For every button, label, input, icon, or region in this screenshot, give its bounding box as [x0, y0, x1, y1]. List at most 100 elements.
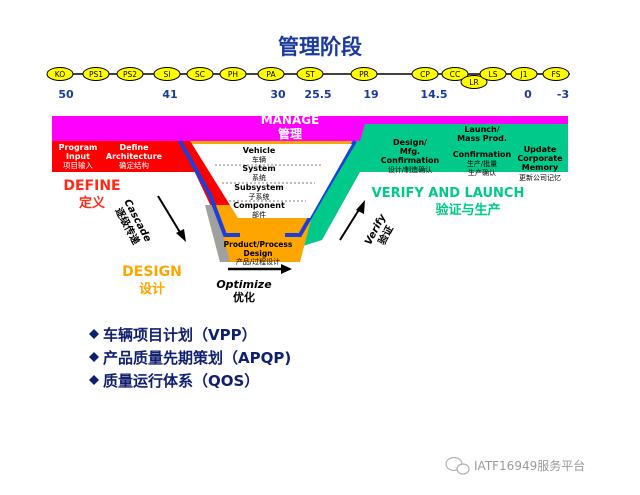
svg-text:Define: Define — [119, 143, 149, 152]
svg-text:Corporate: Corporate — [517, 154, 563, 163]
svg-text:Architecture: Architecture — [106, 152, 163, 161]
design-label: DESIGN — [122, 264, 182, 280]
milestone-ko: KO — [46, 67, 74, 81]
milestone-ps2: PS2 — [116, 67, 144, 81]
right-box-launch: Launch/ Mass Prod. Confirmation 生产/批量 生产… — [453, 125, 512, 177]
right-box-design-mfg: Design/ Mfg. Confirmation 设计/制造确认 — [381, 138, 440, 174]
left-box-define-architecture: Define Architecture 确定结构 — [106, 143, 163, 170]
svg-text:Launch/: Launch/ — [464, 125, 499, 134]
bullet-item: 质量运行体系（QOS） — [103, 372, 259, 390]
watermark: IATF16949服务平台 — [445, 456, 585, 475]
v-bottom — [205, 205, 315, 262]
page-title: 管理阶段 — [278, 35, 362, 59]
milestone-label: CC — [450, 70, 460, 79]
verify-launch-label: VERIFY AND LAUNCH — [372, 186, 525, 201]
timeline-number: 41 — [162, 88, 177, 101]
timeline-number: 0 — [524, 88, 532, 101]
milestone-label: PS2 — [123, 70, 137, 79]
v-shadow — [205, 205, 230, 262]
manage-label-cn: 管理 — [278, 126, 302, 141]
define-label-cn: 定义 — [78, 195, 106, 211]
svg-text:Mass Prod.: Mass Prod. — [457, 134, 507, 143]
svg-text:部件: 部件 — [252, 210, 266, 219]
milestone-pa: PA — [257, 67, 285, 81]
svg-text:Confirmation: Confirmation — [453, 150, 512, 159]
svg-text:Design/: Design/ — [393, 138, 427, 147]
svg-text:确定结构: 确定结构 — [119, 160, 149, 170]
process-design-label: Product/Process Design 产品/过程设计 — [224, 240, 293, 266]
v-level-component: Component — [233, 201, 285, 210]
verify-band — [345, 141, 568, 172]
milestone-ph: PH — [219, 67, 247, 81]
milestone-ps1: PS1 — [82, 67, 110, 81]
timeline-number: 30 — [270, 88, 286, 101]
svg-text:Memory: Memory — [522, 163, 559, 172]
milestone-label: LR — [469, 78, 478, 87]
v-inner — [192, 144, 352, 218]
v-blue-left — [178, 140, 240, 237]
milestone-j1: J1 — [510, 67, 538, 81]
wechat-icon — [445, 456, 470, 475]
milestone-label: PS1 — [89, 70, 103, 79]
optimize-label-cn: 优化 — [233, 290, 255, 304]
milestone-ls: LS — [479, 67, 507, 81]
milestone-lr: LR — [460, 75, 488, 89]
svg-text:Input: Input — [66, 152, 90, 161]
bullet-diamond-icon — [89, 352, 99, 362]
milestone-cc: CC — [441, 67, 469, 81]
svg-text:Design: Design — [243, 249, 272, 258]
timeline-number: 14.5 — [420, 88, 447, 101]
verify-launch-label-cn: 验证与生产 — [435, 202, 500, 218]
milestone-label: KO — [55, 70, 66, 79]
verify-arrow — [339, 200, 365, 241]
v-level-vehicle: Vehicle — [243, 146, 276, 155]
right-box-update-memory: Update Corporate Memory 更新公司记忆 — [517, 145, 563, 182]
timeline-number: 19 — [363, 88, 378, 101]
v-level-subsystem: Subsystem — [234, 183, 284, 192]
milestone-label: SI — [164, 70, 171, 79]
milestone-label: SC — [195, 70, 205, 79]
svg-text:产品/过程设计: 产品/过程设计 — [236, 257, 280, 266]
svg-text:生产确认: 生产确认 — [468, 168, 496, 177]
bullet-diamond-icon — [89, 329, 99, 339]
v-levels: Vehicle 车辆 System 系统 Subsystem 子系统 Compo… — [215, 146, 322, 219]
svg-text:系统: 系统 — [252, 173, 266, 182]
svg-text:Mfg.: Mfg. — [400, 147, 420, 156]
milestone-label: J1 — [520, 70, 528, 79]
timeline-number: 25.5 — [304, 88, 331, 101]
milestone-si: SI — [153, 67, 181, 81]
svg-text:设计/制造确认: 设计/制造确认 — [388, 165, 432, 174]
milestone-timeline: KO PS1 PS2 SI SC PH PA ST PR CP CC LR LS J1 FS 50 41 30 2… — [46, 67, 570, 101]
milestone-pr: PR — [350, 67, 378, 81]
verify-upper — [360, 124, 568, 141]
svg-text:Confirmation: Confirmation — [381, 156, 440, 165]
milestone-label: PA — [266, 70, 276, 79]
milestone-label: LS — [489, 70, 498, 79]
watermark-text: IATF16949服务平台 — [474, 458, 585, 473]
svg-text:车辆: 车辆 — [252, 155, 266, 164]
milestone-fs: FS — [542, 67, 570, 81]
define-label: DEFINE — [63, 178, 120, 194]
svg-text:生产/批量: 生产/批量 — [467, 159, 497, 168]
bullet-item: 车辆项目计划（VPP） — [103, 326, 257, 344]
svg-text:子系统: 子系统 — [249, 192, 270, 201]
bullet-list: 车辆项目计划（VPP） 产品质量先期策划（APQP) 质量运行体系（QOS） — [89, 326, 291, 390]
milestone-label: PR — [359, 70, 369, 79]
milestone-label: CP — [420, 70, 430, 79]
v-level-system: System — [242, 164, 275, 173]
timeline-number: 50 — [58, 88, 74, 101]
optimize-label: Optimize — [216, 278, 272, 291]
design-label-cn: 设计 — [139, 281, 165, 297]
timeline-number: -3 — [557, 88, 569, 101]
bullet-diamond-icon — [89, 375, 99, 385]
manage-label: MANAGE — [261, 113, 320, 127]
milestone-sc: SC — [186, 67, 214, 81]
svg-text:项目输入: 项目输入 — [63, 160, 93, 170]
define-band — [52, 141, 205, 172]
cascade-label: Cascade 逐级传递 — [112, 198, 153, 247]
milestone-label: ST — [305, 70, 315, 79]
svg-text:Update: Update — [524, 145, 557, 154]
bullet-item: 产品质量先期策划（APQP) — [103, 349, 291, 367]
milestone-st: ST — [296, 67, 324, 81]
svg-text:更新公司记忆: 更新公司记忆 — [519, 173, 561, 182]
